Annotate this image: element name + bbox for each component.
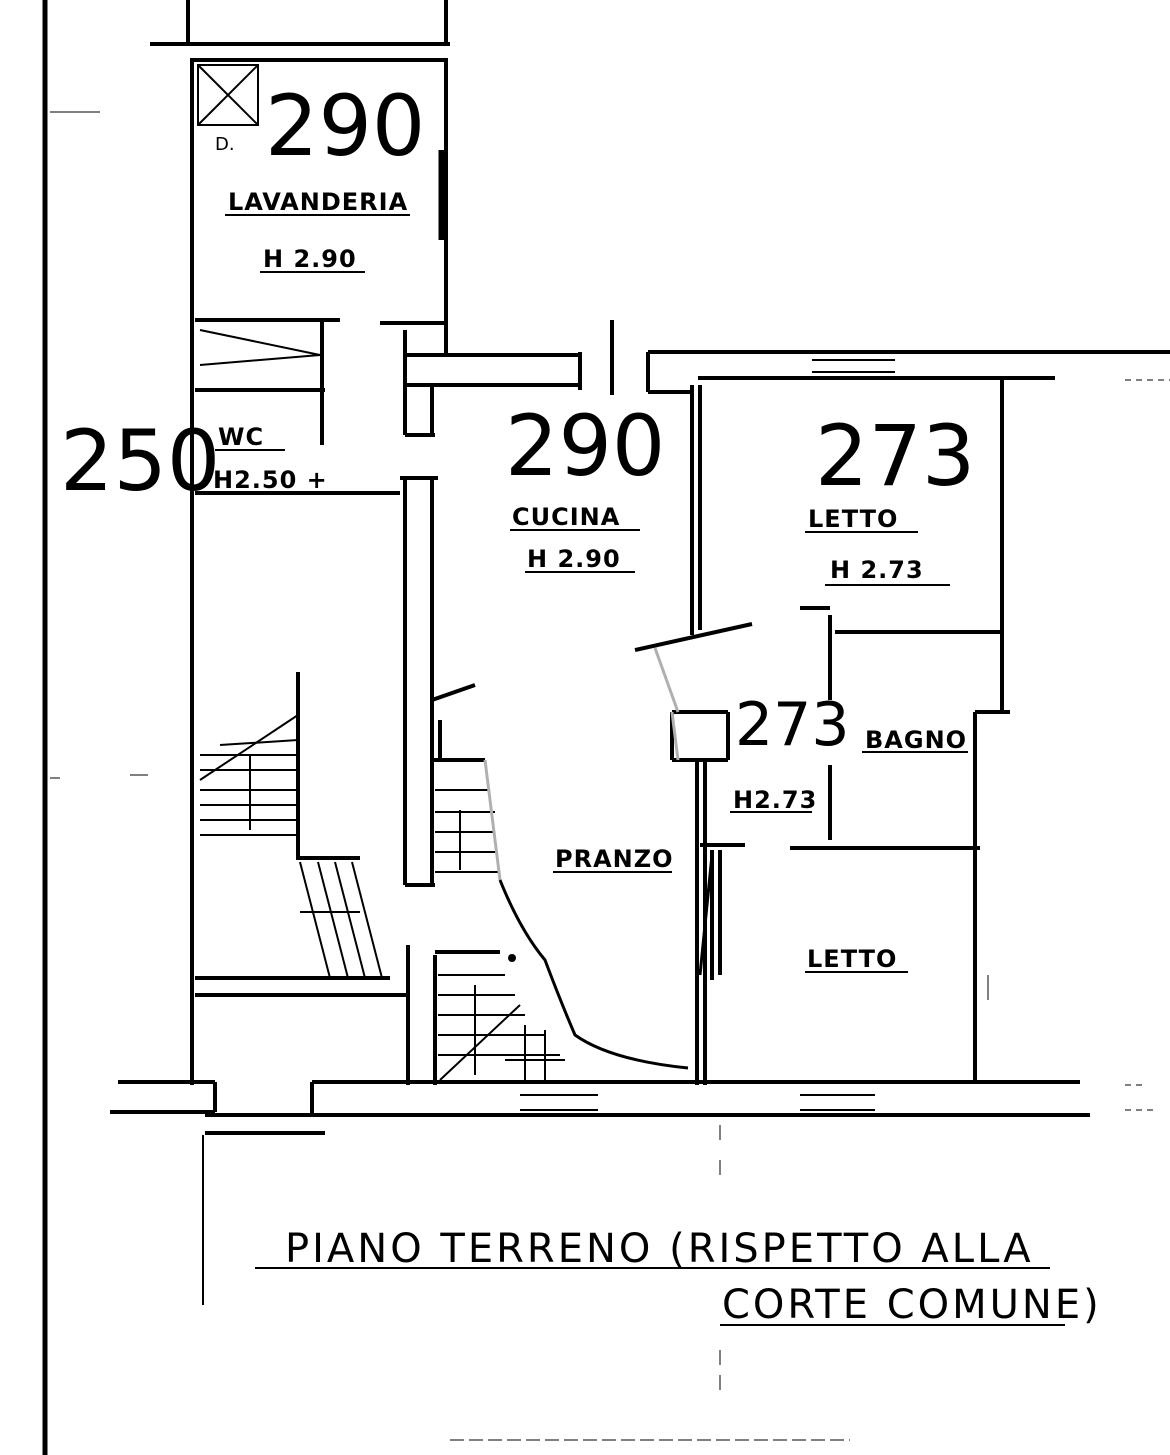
disimpegno-height: H2.73 — [733, 786, 817, 814]
lavanderia-height: H 2.90 — [263, 245, 357, 273]
curved-boundary — [483, 759, 689, 1070]
stairs-left — [199, 714, 383, 979]
room-labels: 290 D. LAVANDERIA H 2.90 250 WC H2.50 + … — [60, 77, 975, 973]
bedroom-door — [698, 854, 714, 976]
stairs-center — [435, 789, 565, 1081]
wc-name: WC — [218, 423, 264, 451]
caption-line-1: PIANO TERRENO (RISPETTO ALLA — [285, 1226, 1034, 1272]
letto-1-name: LETTO — [808, 505, 898, 533]
cucina-height: H 2.90 — [527, 545, 621, 573]
plan-caption: PIANO TERRENO (RISPETTO ALLA CORTE COMUN… — [285, 1226, 1102, 1328]
sheet-border — [42, 0, 148, 1455]
laundry-fixture — [197, 64, 259, 126]
lavanderia-number: 290 — [265, 77, 425, 175]
bagno-name: BAGNO — [865, 726, 967, 754]
pranzo-name: PRANZO — [555, 845, 674, 873]
letto-1-height: H 2.73 — [830, 556, 924, 584]
disimpegno-number: 273 — [735, 690, 850, 760]
lavanderia-name: LAVANDERIA — [228, 188, 408, 216]
letto-1-number: 273 — [815, 407, 975, 505]
letto-2-name: LETTO — [807, 945, 897, 973]
door-swing-grey — [653, 647, 680, 761]
interior-walls — [195, 320, 753, 1085]
label-underlines — [215, 214, 1065, 1326]
exterior-walls — [110, 0, 1170, 1135]
dashed-marks — [202, 379, 1170, 1441]
wc-number: 250 — [60, 412, 220, 510]
lavanderia-door-mark: D. — [215, 134, 235, 155]
caption-line-2: CORTE COMUNE) — [722, 1282, 1102, 1328]
wc-door — [199, 329, 321, 366]
wc-height: H2.50 + — [213, 466, 328, 494]
cucina-number: 290 — [505, 397, 665, 495]
cucina-name: CUCINA — [512, 503, 620, 531]
